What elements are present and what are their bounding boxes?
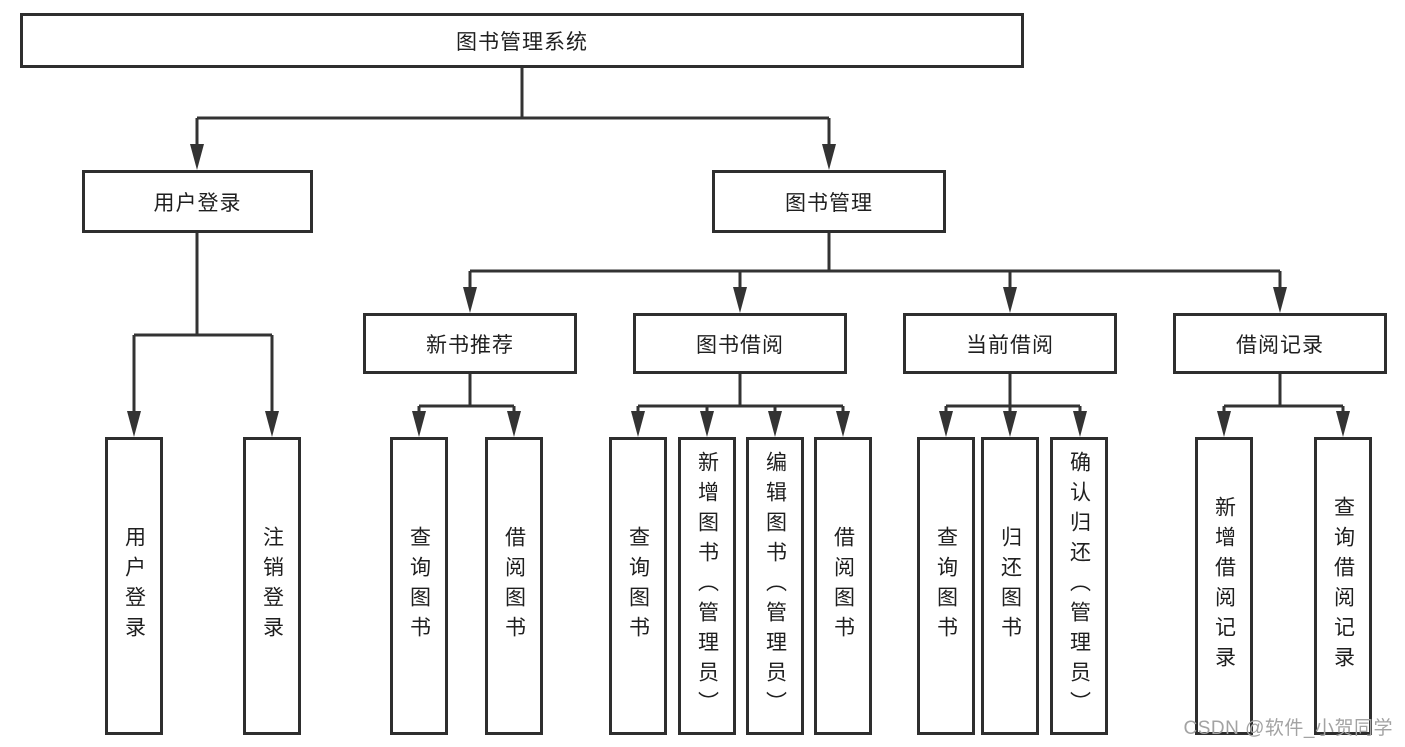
leaf-add-books-admin: 新增图书（管理员） [678,437,736,735]
leaf-add-borrow-record: 新增借阅记录 [1195,437,1253,735]
node-label: 确认归还（管理员） [1067,451,1091,721]
node-book-borrowing: 图书借阅 [633,313,847,374]
leaf-user-login: 用户登录 [105,437,163,735]
node-label: 新增借阅记录 [1212,496,1236,676]
node-label: 当前借阅 [966,333,1054,357]
node-label: 图书管理 [785,191,873,215]
node-label: 归还图书 [998,526,1022,646]
node-borrowing-records: 借阅记录 [1173,313,1387,374]
leaf-logout: 注销登录 [243,437,301,735]
node-label: 查询借阅记录 [1331,496,1355,676]
leaf-query-books-recommend: 查询图书 [390,437,448,735]
node-label: 借阅记录 [1236,333,1324,357]
node-label: 图书借阅 [696,333,784,357]
node-book-management: 图书管理 [712,170,946,233]
node-label: 用户登录 [153,191,242,215]
leaf-edit-books-admin: 编辑图书（管理员） [746,437,804,735]
leaf-return-books: 归还图书 [981,437,1039,735]
csdn-watermark: CSDN @软件_小贺同学 [1183,718,1393,739]
leaf-query-books-current: 查询图书 [917,437,975,735]
node-label: 查询图书 [407,526,431,646]
node-label: 借阅图书 [502,526,526,646]
node-library-management-system: 图书管理系统 [20,13,1024,68]
node-label: 新书推荐 [426,333,514,357]
leaf-query-books-borrow: 查询图书 [609,437,667,735]
node-user-login: 用户登录 [82,170,313,233]
node-label: 查询图书 [934,526,958,646]
leaf-borrow-books: 借阅图书 [814,437,872,735]
node-label: 新增图书（管理员） [695,451,719,721]
node-current-borrowing: 当前借阅 [903,313,1117,374]
node-label: 用户登录 [122,526,146,646]
node-label: 图书管理系统 [456,30,588,54]
node-new-book-recommend: 新书推荐 [363,313,577,374]
node-label: 注销登录 [260,526,284,646]
node-label: 编辑图书（管理员） [763,451,787,721]
node-label: 借阅图书 [831,526,855,646]
leaf-confirm-return-admin: 确认归还（管理员） [1050,437,1108,735]
node-label: 查询图书 [626,526,650,646]
leaf-borrow-books-recommend: 借阅图书 [485,437,543,735]
leaf-query-borrow-record: 查询借阅记录 [1314,437,1372,735]
